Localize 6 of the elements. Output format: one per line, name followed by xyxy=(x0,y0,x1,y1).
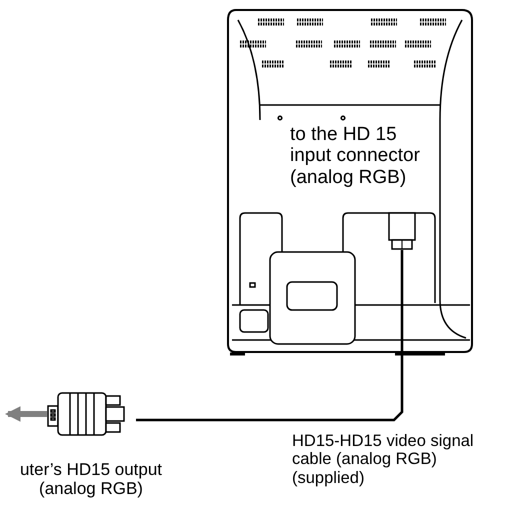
input-connector-drawing xyxy=(387,213,417,250)
connector-label: to the HD 15 input connector (analog RGB) xyxy=(290,124,421,188)
cable-label: HD15-HD15 video signal cable (analog RGB) (supplied) xyxy=(292,432,475,488)
direction-arrow xyxy=(4,406,47,422)
output-label: uter’s HD15 output (analog RGB) xyxy=(18,460,164,498)
cable-line xyxy=(136,250,404,422)
